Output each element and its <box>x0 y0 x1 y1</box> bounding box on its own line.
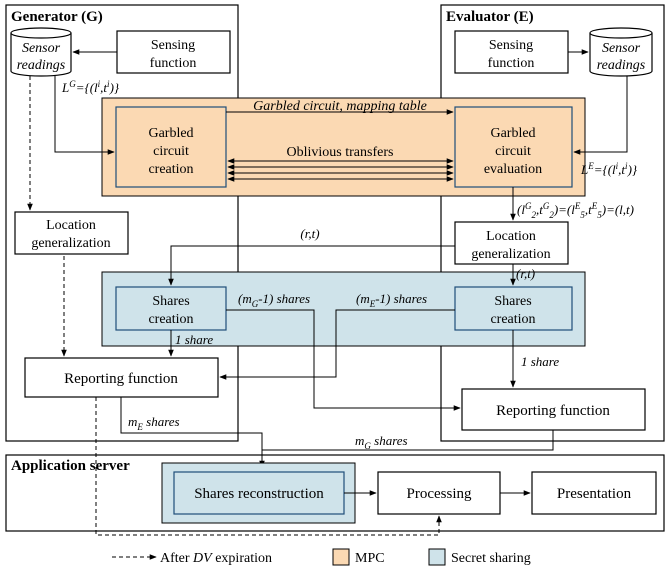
generator-sensor-cylinder <box>10 27 72 77</box>
mg-shares-to-reconstruction-arrow <box>262 430 554 451</box>
rt-top-label: (r,t) <box>300 226 319 241</box>
generator-reporting-label: Reporting function <box>64 371 178 387</box>
rt-to-gen-shares-arrow <box>168 245 455 286</box>
rt-mid-label: (r,t) <box>516 266 535 281</box>
generator-sensor-line-1: Sensor <box>22 41 61 56</box>
me-shares-to-reconstruction-arrow <box>120 397 265 468</box>
evaluator-location-set: LE={(li,ti)} <box>580 161 638 177</box>
equation-label: (lG2,tG2)=(lE5,tE5)=(l,t) <box>517 201 634 220</box>
one-share-eval-label: 1 share <box>521 354 559 369</box>
evaluator-sensor-line-1: Sensor <box>602 41 641 56</box>
evaluator-reporting-function <box>461 388 646 431</box>
generator-sensing-line-2: function <box>150 56 197 71</box>
mg-shares-arrow <box>226 309 461 411</box>
legend-mpc-swatch <box>332 548 350 566</box>
gen-shares-line-2: creation <box>148 312 193 327</box>
evaluator-sensing-line-2: function <box>488 56 535 71</box>
evaluator-sensor-cylinder <box>589 27 653 77</box>
creation-line-2: circuit <box>153 144 189 159</box>
evaluator-title: Evaluator (E) <box>446 9 534 25</box>
generator-location-set: LG={(li,ti)} <box>61 79 120 95</box>
presentation-box <box>531 471 657 515</box>
mg-shares-label: mG shares <box>355 433 408 451</box>
one-share-gen-label: 1 share <box>175 332 213 347</box>
me-shares-label: mE shares <box>128 414 180 432</box>
eval-sensor-to-evaluation-arrow <box>573 76 628 155</box>
application-server-title: Application server <box>11 458 130 474</box>
evaluation-line-3: evaluation <box>484 162 542 177</box>
evaluation-line-1: Garbled <box>490 126 535 141</box>
generator-location-generalization <box>14 211 129 255</box>
creation-line-1: Garbled <box>148 126 193 141</box>
evaluator-location-generalization <box>454 221 569 265</box>
application-server-box <box>5 454 665 532</box>
garbled-circuit-evaluation-box <box>454 106 573 188</box>
oblivious-transfers-label: Oblivious transfers <box>287 145 394 160</box>
me-shares-arrow <box>219 309 455 380</box>
evaluator-sensing-line-1: Sensing <box>489 38 533 53</box>
evaluator-loc-gen-line-1: Location <box>486 229 536 244</box>
dashed-reporting-to-processing-arrow <box>95 397 442 536</box>
generator-box <box>5 4 239 442</box>
evaluator-loc-gen-line-2: generalization <box>471 247 550 262</box>
legend-secret-swatch <box>428 548 446 566</box>
generator-title: Generator (G) <box>11 9 103 25</box>
gen-shares-line-1: Shares <box>152 294 189 309</box>
garbled-circuit-creation-box <box>115 106 227 188</box>
evaluator-reporting-label: Reporting function <box>496 403 610 419</box>
garbled-circuit-label: Garbled circuit, mapping table <box>253 99 427 114</box>
generator-sensing-function <box>116 30 231 74</box>
presentation-label: Presentation <box>557 486 632 502</box>
mg-minus-one-shares-label: (mG-1) shares <box>238 291 310 309</box>
evaluation-line-2: circuit <box>495 144 531 159</box>
legend-secret-label: Secret sharing <box>451 551 531 566</box>
evaluator-shares-creation-box <box>454 286 573 331</box>
eval-shares-line-1: Shares <box>494 294 531 309</box>
gen-sensor-to-creation-arrow <box>54 76 115 155</box>
processing-label: Processing <box>407 486 472 502</box>
creation-line-3: creation <box>148 162 193 177</box>
eval-shares-line-2: creation <box>490 312 535 327</box>
generator-loc-gen-line-1: Location <box>46 218 96 233</box>
generator-loc-gen-line-2: generalization <box>31 236 110 251</box>
me-minus-one-shares-label: (mE-1) shares <box>356 291 427 309</box>
legend-mpc-label: MPC <box>355 551 385 566</box>
shares-reconstruction-label: Shares reconstruction <box>194 486 324 502</box>
evaluator-sensing-function <box>454 30 569 74</box>
legend-after-dv-label: After DV expiration <box>160 551 272 566</box>
generator-sensing-line-1: Sensing <box>151 38 195 53</box>
generator-sensor-line-2: readings <box>17 58 66 73</box>
generator-shares-creation-box <box>115 286 227 331</box>
shares-reconstruction-box <box>173 471 345 515</box>
evaluator-sensor-line-2: readings <box>597 58 646 73</box>
processing-box <box>377 471 501 515</box>
